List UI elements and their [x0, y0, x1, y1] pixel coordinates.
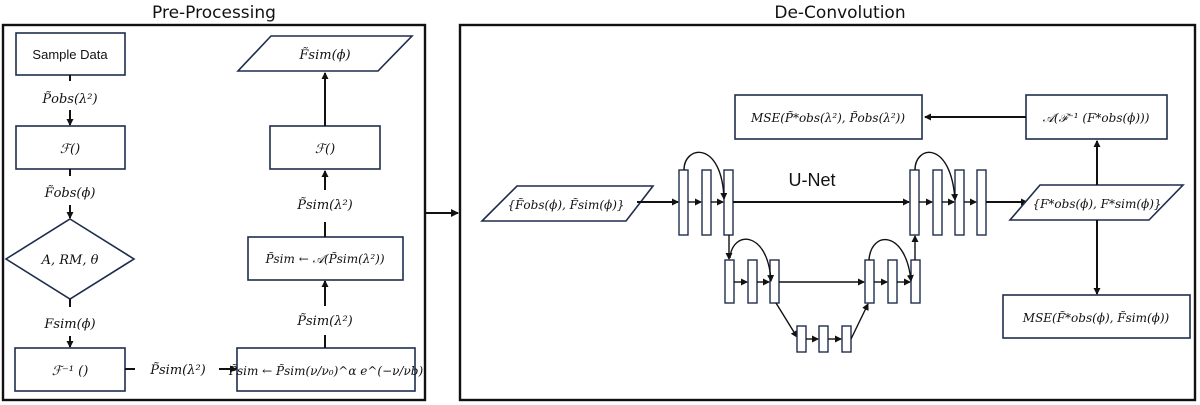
svg-text:𝒜(ℱ⁻¹ (F*obs(ϕ))): 𝒜(ℱ⁻¹ (F*obs(ϕ))): [1043, 111, 1150, 125]
node-fourier-transform: ℱ(): [15, 125, 126, 170]
edge-label-f-obs: F̃obs(ϕ): [44, 185, 96, 201]
unet-decoder-level-1: [909, 151, 987, 236]
unet-bottleneck: [796, 325, 852, 353]
node-parameters-decision: A, RM, θ: [4, 218, 136, 300]
unet-decoder-level-2: [864, 238, 921, 304]
node-mse-faraday: MSE(F̃*obs(ϕ), F̃sim(ϕ)): [1002, 294, 1191, 339]
node-fourier-transform-2: ℱ(): [269, 125, 381, 170]
edge-label-f-sim: Fsim(ϕ): [43, 317, 95, 332]
preprocessing-frame: [1, 23, 427, 402]
svg-text:A, RM, θ: A, RM, θ: [41, 253, 99, 268]
svg-text:ℱ(): ℱ(): [60, 142, 80, 157]
node-unet-output: {F*obs(ϕ), F*sim(ϕ)}: [1008, 184, 1185, 221]
edge-label-p-sim-bottom: P̃sim(λ²): [149, 362, 206, 378]
svg-text:ℱ(): ℱ(): [315, 142, 335, 157]
node-augment-inverse: 𝒜(ℱ⁻¹ (F*obs(ϕ))): [1025, 94, 1168, 140]
deconvolution-frame: [458, 23, 1197, 402]
svg-text:MSE(F̃*obs(ϕ), F̃sim(ϕ)): MSE(F̃*obs(ϕ), F̃sim(ϕ)): [1022, 310, 1170, 325]
svg-text:Sample Data: Sample Data: [32, 47, 108, 62]
svg-text:P̃sim ← 𝒜(P̃sim(λ²)): P̃sim ← 𝒜(P̃sim(λ²)): [264, 251, 384, 266]
node-spectral-model: P̃sim ← P̃sim(ν/ν₀)^α e^(−ν/νb): [228, 347, 424, 392]
node-augmentation: P̃sim ← 𝒜(P̃sim(λ²)): [247, 236, 404, 281]
node-simulated-output: F̃sim(ϕ): [236, 35, 414, 72]
svg-text:F̃sim(ϕ): F̃sim(ϕ): [298, 47, 350, 63]
node-unet-input: {F̃obs(ϕ), F̃sim(ϕ)}: [480, 185, 655, 222]
deconvolution-title: De-Convolution: [774, 3, 905, 23]
unet-encoder-level-2: [724, 238, 780, 304]
node-sample-data: Sample Data: [15, 32, 126, 76]
edge-label-p-sim-mid: P̃sim(λ²): [296, 313, 353, 329]
upsample-arrow: [850, 303, 869, 340]
svg-text:MSE(P̃*obs(λ²), P̃obs(λ²)): MSE(P̃*obs(λ²), P̃obs(λ²)): [750, 110, 905, 125]
downsample-arrow: [775, 302, 798, 338]
edge-label-p-sim-top: P̃sim(λ²): [296, 197, 353, 213]
svg-text:{F*obs(ϕ), F*sim(ϕ)}: {F*obs(ϕ), F*sim(ϕ)}: [1032, 197, 1161, 211]
svg-text:{F̃obs(ϕ), F̃sim(ϕ)}: {F̃obs(ϕ), F̃sim(ϕ)}: [507, 197, 624, 212]
node-inverse-fourier: ℱ⁻¹ (): [14, 347, 126, 392]
svg-text:P̃sim ← P̃sim(ν/ν₀)^α e^(−ν/νb: P̃sim ← P̃sim(ν/ν₀)^α e^(−ν/νb): [228, 363, 424, 378]
unet-label: U-Net: [788, 170, 835, 190]
preprocessing-title: Pre-Processing: [152, 3, 276, 23]
svg-text:ℱ⁻¹ (): ℱ⁻¹ (): [52, 364, 89, 379]
edge-label-p-obs: P̃obs(λ²): [41, 91, 97, 107]
node-mse-polarization: MSE(P̃*obs(λ²), P̃obs(λ²)): [734, 94, 923, 140]
unet-encoder-level-1: [678, 151, 734, 236]
